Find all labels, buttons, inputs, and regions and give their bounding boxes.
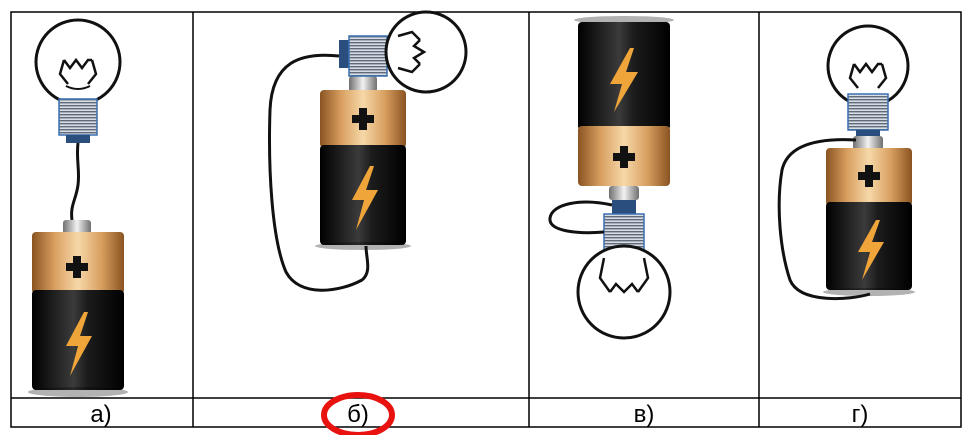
plus-sign-icon xyxy=(613,146,635,168)
battery-icon xyxy=(823,136,915,296)
lightning-bolt-icon xyxy=(610,48,638,112)
light-bulb-icon xyxy=(339,10,468,94)
plus-sign-icon xyxy=(352,108,374,130)
wire xyxy=(548,200,613,235)
label-panel-b: б) xyxy=(347,401,369,428)
battery-icon xyxy=(574,16,674,200)
wire xyxy=(777,138,871,301)
lightning-bolt-icon xyxy=(352,166,378,230)
lightning-bolt-icon xyxy=(66,312,92,376)
answer-highlight-circle xyxy=(321,392,395,435)
panel-b xyxy=(268,10,468,292)
light-bulb-icon xyxy=(34,18,122,143)
battery-icon xyxy=(315,76,411,250)
lightning-bolt-icon xyxy=(858,220,884,280)
light-bulb-icon xyxy=(576,200,672,340)
panel-g xyxy=(777,24,915,301)
wire xyxy=(70,142,81,221)
battery-icon xyxy=(28,220,128,397)
label-panel-g: г) xyxy=(852,401,869,428)
plus-sign-icon xyxy=(858,165,880,187)
table-grid xyxy=(10,11,962,428)
plus-sign-icon xyxy=(66,256,88,278)
wire xyxy=(268,53,370,292)
label-panel-v: в) xyxy=(634,401,655,428)
panel-a xyxy=(28,18,128,397)
label-panel-a: а) xyxy=(90,401,111,428)
panel-v xyxy=(548,16,674,340)
light-bulb-icon xyxy=(826,24,910,138)
